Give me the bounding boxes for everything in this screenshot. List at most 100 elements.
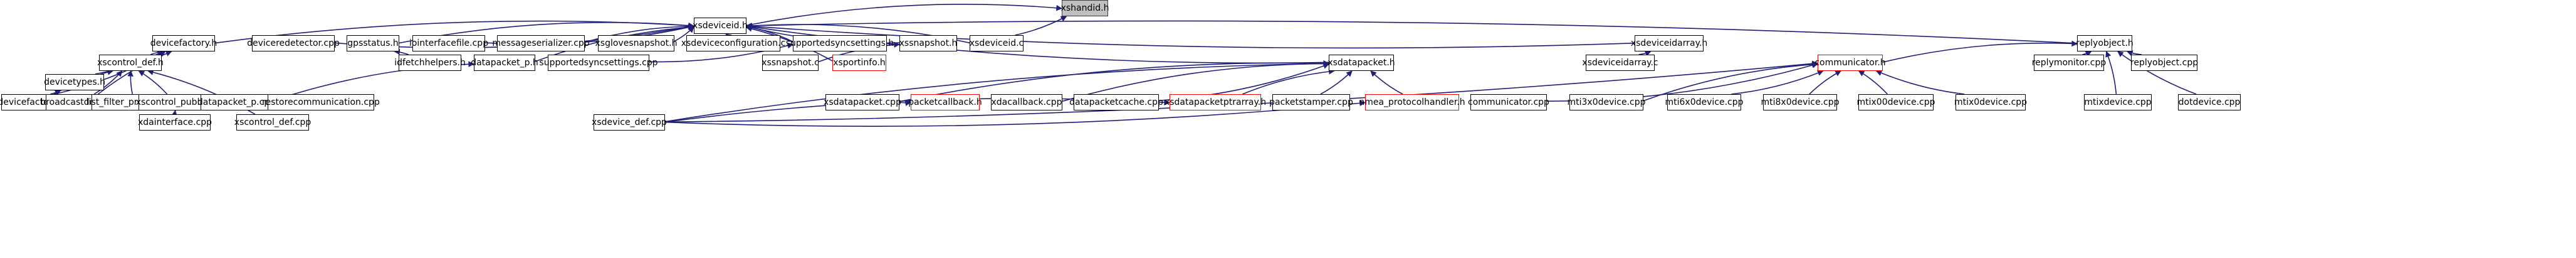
graph-node-label: devicetypes.h bbox=[44, 77, 105, 87]
graph-node-xscontrol_def_cpp[interactable]: xscontrol_def.cpp bbox=[234, 114, 312, 131]
graph-edge bbox=[2105, 51, 2117, 95]
graph-node-mti6x0device_cpp[interactable]: mti6x0device.cpp bbox=[1665, 94, 1744, 110]
graph-node-xsdeviceid_h[interactable]: xsdeviceid.h bbox=[693, 18, 748, 34]
graph-node-label: xdacallback.cpp bbox=[991, 97, 1062, 107]
graph-node-label: packetcallback.h bbox=[908, 97, 982, 107]
graph-node-communicator_cpp[interactable]: communicator.cpp bbox=[1468, 94, 1549, 110]
graph-edge bbox=[664, 60, 1329, 122]
graph-node-label: idfetchhelpers.h bbox=[394, 58, 466, 68]
graph-node-restorecommunication_cpp[interactable]: restorecommunication.cpp bbox=[262, 94, 380, 110]
graph-node-xsdatapacket_cpp[interactable]: xsdatapacket.cpp bbox=[824, 94, 901, 110]
graph-node-label: communicator.h bbox=[1814, 58, 1886, 68]
graph-node-label: dotdevice.cpp bbox=[2178, 97, 2241, 107]
graph-node-xsglovesnapshot_h[interactable]: xsglovesnapshot.h bbox=[595, 35, 678, 51]
graph-node-label: devicefactory.h bbox=[150, 38, 217, 48]
graph-node-label: xscontrol_def.cpp bbox=[234, 117, 312, 127]
graph-node-xscontrol_def_h[interactable]: xscontrol_def.h bbox=[97, 55, 164, 71]
graph-edge bbox=[138, 70, 168, 95]
graph-node-label: xssnapshot.h bbox=[899, 38, 958, 48]
graph-node-dotdevice_cpp[interactable]: dotdevice.cpp bbox=[2178, 94, 2241, 110]
graph-node-nmea_protocolhandler_h[interactable]: nmea_protocolhandler.h bbox=[1359, 94, 1465, 110]
graph-edge bbox=[1242, 68, 1335, 95]
graph-node-xshandid[interactable]: xshandid.h bbox=[1060, 0, 1109, 16]
graph-node-label: mti8x0device.cpp bbox=[1761, 97, 1840, 107]
graph-node-iointerfacefile_cpp[interactable]: iointerfacefile.cpp bbox=[409, 35, 489, 51]
graph-node-label: datapacket_p.h bbox=[471, 58, 538, 68]
graph-edge bbox=[1015, 16, 1067, 36]
graph-node-messageserializer_cpp[interactable]: messageserializer.cpp bbox=[492, 35, 590, 51]
graph-node-xsdeviceidarray_h[interactable]: xsdeviceidarray.h bbox=[1631, 35, 1707, 51]
graph-node-deviceredetector_cpp[interactable]: deviceredetector.cpp bbox=[247, 35, 340, 51]
graph-node-replyobject_h[interactable]: replyobject.h bbox=[2076, 35, 2134, 51]
graph-node-packetcallback_h[interactable]: packetcallback.h bbox=[908, 94, 982, 110]
graph-node-xsdeviceidarray_c[interactable]: xsdeviceidarray.c bbox=[1582, 55, 1658, 71]
graph-node-xsdevice_def_cpp[interactable]: xsdevice_def.cpp bbox=[592, 114, 667, 131]
graph-node-xsdatapacket_h[interactable]: xsdatapacket.h bbox=[1327, 55, 1395, 71]
graph-node-label: xsdeviceid.h bbox=[693, 21, 748, 31]
graph-edge bbox=[1858, 70, 1888, 95]
graph-node-datapacket_p_cpp[interactable]: datapacket_p.cpp bbox=[197, 94, 275, 110]
graph-node-label: datapacketcache.cpp bbox=[1069, 97, 1163, 107]
graph-node-mtix00device_cpp[interactable]: mtix00device.cpp bbox=[1856, 94, 1935, 110]
graph-node-xsportinfo_h[interactable]: xsportinfo.h bbox=[832, 55, 886, 71]
graph-node-supportedsyncsettings_cpp[interactable]: supportedsyncsettings.cpp bbox=[539, 55, 658, 71]
graph-node-label: xsportinfo.h bbox=[833, 58, 886, 68]
graph-edge bbox=[746, 3, 1062, 26]
graph-node-label: packetstamper.cpp bbox=[1269, 97, 1353, 107]
graph-node-mtixdevice_cpp[interactable]: mtixdevice.cpp bbox=[2084, 94, 2152, 110]
graph-edge bbox=[1320, 70, 1353, 95]
graph-node-xssnapshot_c[interactable]: xssnapshot.c bbox=[762, 55, 819, 71]
graph-node-packetstamper_cpp[interactable]: packetstamper.cpp bbox=[1269, 94, 1353, 110]
graph-node-label: xsdeviceidarray.h bbox=[1630, 38, 1708, 48]
graph-node-label: xssnapshot.c bbox=[762, 58, 819, 68]
graph-node-devicefactory_h[interactable]: devicefactory.h bbox=[150, 35, 217, 51]
graph-node-label: supportedsyncsettings.h bbox=[785, 38, 894, 48]
graph-node-xsdatapacketptrarray_h[interactable]: xsdatapacketptrarray.h bbox=[1165, 94, 1266, 110]
graph-node-label: xsdatapacket.cpp bbox=[824, 97, 901, 107]
graph-node-xdainterface_cpp[interactable]: xdainterface.cpp bbox=[138, 114, 212, 131]
graph-edge bbox=[127, 70, 134, 95]
graph-node-label: restorecommunication.cpp bbox=[262, 97, 380, 107]
graph-node-label: nmea_protocolhandler.h bbox=[1359, 97, 1465, 107]
graph-node-label: messageserializer.cpp bbox=[492, 38, 590, 48]
graph-node-label: replyobject.h bbox=[2076, 38, 2134, 48]
graph-node-xsdeviceid_c[interactable]: xsdeviceid.c bbox=[970, 35, 1024, 51]
graph-node-label: xsdeviceidarray.c bbox=[1582, 58, 1658, 68]
graph-node-label: xsdeviceconfiguration.c bbox=[681, 38, 786, 48]
graph-node-label: supportedsyncsettings.cpp bbox=[539, 58, 658, 68]
graph-node-label: mtix00device.cpp bbox=[1856, 97, 1935, 107]
graph-node-replymonitor_cpp[interactable]: replymonitor.cpp bbox=[2032, 55, 2106, 71]
graph-node-idfetchhelpers_h[interactable]: idfetchhelpers.h bbox=[394, 55, 466, 71]
graph-node-label: gpsstatus.h bbox=[347, 38, 399, 48]
graph-edge bbox=[1875, 70, 1965, 95]
graph-edge bbox=[899, 100, 911, 106]
graph-edge bbox=[1370, 70, 1403, 95]
graph-node-xdacallback_cpp[interactable]: xdacallback.cpp bbox=[991, 94, 1062, 110]
graph-node-mtix0device_cpp[interactable]: mtix0device.cpp bbox=[1954, 94, 2027, 110]
graph-node-communicator_h[interactable]: communicator.h bbox=[1814, 55, 1886, 71]
graph-node-label: xsdeviceid.c bbox=[969, 38, 1024, 48]
graph-node-label: communicator.cpp bbox=[1468, 97, 1549, 107]
graph-node-datapacketcache_cpp[interactable]: datapacketcache.cpp bbox=[1069, 94, 1163, 110]
graph-node-devicetypes_h[interactable]: devicetypes.h bbox=[44, 74, 105, 90]
graph-edge bbox=[664, 60, 1818, 123]
graph-node-label: datapacket_p.cpp bbox=[197, 97, 276, 107]
graph-node-xsdeviceconfiguration_c[interactable]: xsdeviceconfiguration.c bbox=[681, 35, 785, 51]
graph-node-label: mti6x0device.cpp bbox=[1665, 97, 1744, 107]
graph-edge bbox=[1809, 70, 1841, 95]
graph-node-label: xshandid.h bbox=[1060, 3, 1109, 13]
graph-node-label: xsdevice_def.cpp bbox=[592, 117, 667, 127]
graph-node-label: xsdatapacketptrarray.h bbox=[1164, 97, 1267, 107]
graph-node-replyobject_cpp[interactable]: replyobject.cpp bbox=[2130, 55, 2199, 71]
graph-node-mti3x0device_cpp[interactable]: mti3x0device.cpp bbox=[1567, 94, 1646, 110]
graph-node-xssnapshot_h[interactable]: xssnapshot.h bbox=[899, 35, 957, 51]
graph-node-datapacket_p_h[interactable]: datapacket_p.h bbox=[471, 55, 538, 71]
graph-node-gpsstatus_h[interactable]: gpsstatus.h bbox=[347, 35, 399, 51]
graph-node-label: xscontrol_def.h bbox=[97, 58, 164, 68]
graph-node-mti8x0device_cpp[interactable]: mti8x0device.cpp bbox=[1761, 94, 1840, 110]
graph-node-supportedsyncsettings_h[interactable]: supportedsyncsettings.h bbox=[786, 35, 894, 51]
graph-node-label: replyobject.cpp bbox=[2130, 58, 2199, 68]
graph-node-label: deviceredetector.cpp bbox=[247, 38, 340, 48]
graph-node-label: iointerfacefile.cpp bbox=[409, 38, 489, 48]
